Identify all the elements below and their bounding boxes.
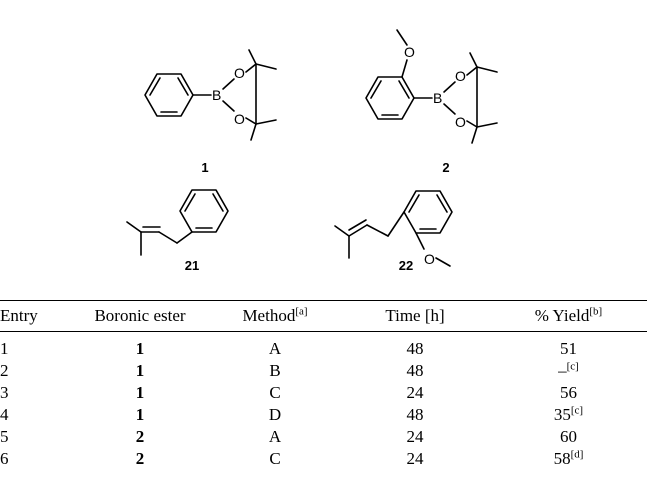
cell-entry: 6	[0, 448, 70, 470]
header-yield-footnote: [b]	[589, 305, 603, 318]
cell-time-value: 24	[406, 427, 424, 446]
compound-21-structure	[126, 189, 229, 256]
cell-boronic-ester-value: 1	[135, 339, 145, 358]
cell-boronic-ester-value: 1	[135, 361, 145, 380]
cell-time: 24	[340, 426, 490, 448]
cell-method-value: D	[268, 405, 282, 424]
cell-entry: 1	[0, 332, 70, 361]
oxygen-label-2a: O	[455, 68, 466, 84]
header-yield-label: % Yield	[534, 306, 590, 325]
cell-entry: 2	[0, 360, 70, 382]
cell-time: 24	[340, 382, 490, 404]
cell-method: A	[210, 332, 340, 361]
cell-boronic-ester: 1	[70, 382, 210, 404]
cell-boronic-ester: 1	[70, 332, 210, 361]
cell-yield: 56	[490, 382, 647, 404]
table-row: 2 1 B 48 –[c]	[0, 360, 647, 382]
cell-time-value: 48	[406, 361, 424, 380]
cell-boronic-ester: 2	[70, 426, 210, 448]
compound-label-1: 1	[201, 160, 208, 175]
cell-boronic-ester-value: 1	[135, 383, 145, 402]
cell-time-value: 48	[406, 405, 424, 424]
cell-entry-value: 1	[0, 339, 9, 358]
boron-label-2: B	[433, 90, 442, 106]
methoxy-oxygen-label-2: O	[404, 44, 415, 60]
header-method: Method[a]	[210, 300, 340, 332]
table-row: 6 2 C 24 58[d]	[0, 448, 647, 470]
cell-yield-value: 60	[560, 427, 577, 446]
cell-entry: 3	[0, 382, 70, 404]
table-header-row: Entry Boronic ester Method[a] Time [h] %…	[0, 300, 647, 332]
cell-entry: 4	[0, 404, 70, 426]
cell-yield-value: 35	[553, 405, 571, 424]
cell-boronic-ester-value: 1	[135, 405, 145, 424]
cell-method: C	[210, 382, 340, 404]
cell-boronic-ester-value: 2	[135, 427, 145, 446]
oxygen-label-2b: O	[455, 114, 466, 130]
cell-method: D	[210, 404, 340, 426]
cell-yield-value: 51	[560, 339, 577, 358]
cell-entry-value: 2	[0, 361, 9, 380]
header-yield: % Yield[b]	[490, 300, 647, 332]
cell-yield: 35[c]	[490, 404, 647, 426]
reaction-scheme: B O O 1 O B O O 2	[126, 29, 498, 273]
cell-entry-value: 3	[0, 383, 9, 402]
cell-entry-value: 6	[0, 449, 9, 468]
cell-time-value: 24	[406, 383, 424, 402]
header-method-label: Method	[242, 306, 296, 325]
cell-method-value: C	[269, 449, 281, 468]
cell-yield: 51	[490, 332, 647, 361]
oxygen-label-1b: O	[234, 111, 245, 127]
yield-footnote: [c]	[566, 360, 579, 373]
cell-method-value: A	[268, 427, 282, 446]
compound-2-structure: O B O O	[365, 29, 498, 144]
cell-entry-value: 4	[0, 405, 9, 424]
oxygen-label-1a: O	[234, 65, 245, 81]
compound-label-22: 22	[399, 258, 413, 273]
cell-method: C	[210, 448, 340, 470]
methoxy-oxygen-label-22: O	[424, 251, 435, 267]
cell-method-value: C	[269, 383, 281, 402]
cell-time-value: 24	[406, 449, 424, 468]
cell-entry-value: 5	[0, 427, 9, 446]
cell-boronic-ester-value: 2	[135, 449, 145, 468]
header-method-footnote: [a]	[295, 305, 308, 318]
cell-time: 24	[340, 448, 490, 470]
compound-label-21: 21	[185, 258, 199, 273]
table-row: 4 1 D 48 35[c]	[0, 404, 647, 426]
table-row: 5 2 A 24 60	[0, 426, 647, 448]
cell-method: B	[210, 360, 340, 382]
cell-time: 48	[340, 404, 490, 426]
boron-label-1: B	[212, 87, 221, 103]
yield-footnote: [d]	[570, 448, 584, 461]
header-entry: Entry	[0, 300, 70, 332]
cell-yield: –[c]	[490, 360, 647, 382]
header-boronic-ester: Boronic ester	[70, 300, 210, 332]
compound-1-structure: B O O	[144, 49, 277, 141]
cell-boronic-ester: 1	[70, 360, 210, 382]
cell-yield: 58[d]	[490, 448, 647, 470]
cell-yield-value: –	[558, 361, 567, 380]
cell-boronic-ester: 2	[70, 448, 210, 470]
cell-yield-value: 56	[560, 383, 577, 402]
compound-22-structure: O	[334, 190, 453, 267]
cell-time-value: 48	[406, 339, 424, 358]
compound-label-2: 2	[442, 160, 449, 175]
cell-entry: 5	[0, 426, 70, 448]
table-row: 3 1 C 24 56	[0, 382, 647, 404]
yield-footnote: [c]	[570, 404, 584, 417]
cell-method-value: B	[269, 361, 281, 380]
header-time: Time [h]	[340, 300, 490, 332]
cell-boronic-ester: 1	[70, 404, 210, 426]
table-row: 1 1 A 48 51	[0, 332, 647, 361]
cell-method: A	[210, 426, 340, 448]
cell-yield-value: 58	[553, 449, 571, 468]
cell-method-value: A	[268, 339, 282, 358]
cell-time: 48	[340, 360, 490, 382]
cell-yield: 60	[490, 426, 647, 448]
results-table: Entry Boronic ester Method[a] Time [h] %…	[0, 300, 647, 470]
cell-time: 48	[340, 332, 490, 361]
